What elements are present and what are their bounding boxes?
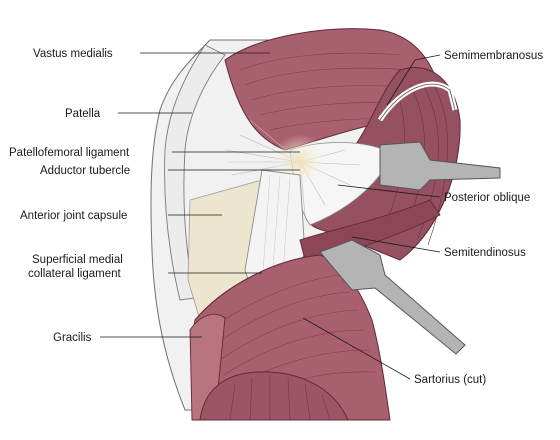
label-patellofemoral-ligament: Patellofemoral ligament — [9, 147, 130, 159]
mcl-fibers — [261, 174, 291, 286]
label-adductor-tubercle: Adductor tubercle — [40, 165, 130, 177]
leader-sartorius — [302, 317, 411, 380]
label-anterior-joint-capsule: Anterior joint capsule — [20, 210, 127, 222]
leader-posterior-oblique — [337, 184, 441, 198]
label-superficial-mcl-line2: collateral ligament — [28, 268, 121, 280]
label-superficial-mcl-line1: Superficial medial — [32, 254, 123, 266]
label-vastus-medialis: Vastus medialis — [33, 48, 113, 60]
leader-semitendinosus — [351, 236, 441, 253]
label-sartorius: Sartorius (cut) — [414, 374, 486, 386]
sartorius-cut-end — [199, 371, 349, 421]
leader-lines — [100, 52, 441, 380]
label-gracilis: Gracilis — [53, 332, 92, 344]
label-posterior-oblique: Posterior oblique — [444, 192, 530, 204]
cut-end-striations — [229, 375, 331, 421]
tendon-outline — [379, 83, 456, 121]
label-patella: Patella — [65, 108, 101, 120]
upper-retractor — [379, 141, 501, 191]
label-semimembranosus: Semimembranosus — [444, 50, 543, 62]
label-semitendinosus: Semitendinosus — [444, 247, 526, 259]
lower-retractor — [319, 239, 466, 355]
labels: Vastus medialis Patella Patellofemoral l… — [9, 48, 543, 386]
leader-semimembranosus — [386, 54, 441, 106]
